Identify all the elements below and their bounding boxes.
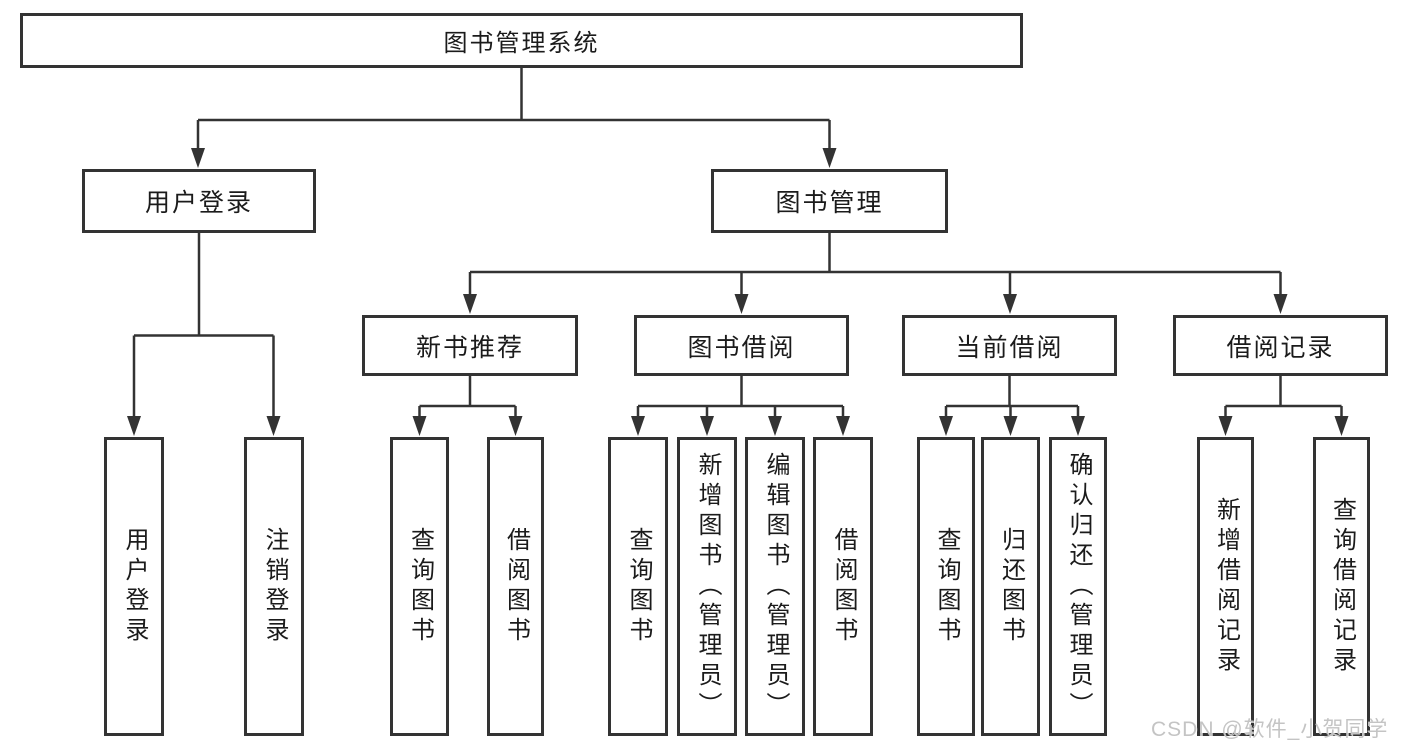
node-book-borrowing: 图书借阅: [634, 315, 849, 376]
leaf-edit-book-admin: 编辑图书（管理员）: [745, 437, 805, 736]
node-label: 查询图书: [406, 526, 434, 647]
node-label: 图书管理: [775, 189, 884, 217]
node-label: 查询图书: [933, 526, 960, 647]
leaf-return-book: 归还图书: [981, 437, 1040, 736]
leaf-borrow-books-recommend: 借阅图书: [487, 437, 544, 736]
leaf-confirm-return-admin: 确认归还（管理员）: [1049, 437, 1107, 736]
node-label: 图书借阅: [687, 333, 796, 362]
leaf-user-login: 用户登录: [104, 437, 164, 736]
node-label: 确认归还（管理员）: [1065, 451, 1092, 722]
leaf-query-books-recommend: 查询图书: [390, 437, 449, 736]
leaf-query-borrow-record: 查询借阅记录: [1313, 437, 1370, 736]
leaf-borrow-books-borrow: 借阅图书: [813, 437, 873, 736]
node-library-management-system: 图书管理系统: [20, 13, 1023, 68]
leaf-logout: 注销登录: [244, 437, 304, 736]
node-label: 当前借阅: [955, 333, 1064, 362]
node-label: 借阅图书: [830, 526, 857, 647]
node-current-borrowing: 当前借阅: [902, 315, 1117, 376]
arrowheads: [127, 148, 1349, 436]
node-label: 查询图书: [625, 526, 652, 647]
node-label: 新书推荐: [415, 333, 524, 362]
node-label: 归还图书: [997, 526, 1025, 647]
node-label: 借阅记录: [1226, 333, 1335, 362]
leaf-add-book-admin: 新增图书（管理员）: [677, 437, 737, 736]
leaf-add-borrow-record: 新增借阅记录: [1197, 437, 1254, 736]
node-label: 新增借阅记录: [1212, 496, 1240, 677]
node-label: 注销登录: [261, 526, 288, 647]
leaf-query-books-current: 查询图书: [917, 437, 975, 736]
watermark: CSDN @软件_小贺同学: [1151, 718, 1389, 741]
node-label: 用户登录: [121, 526, 148, 647]
node-book-management: 图书管理: [711, 169, 948, 233]
leaf-query-books-borrow: 查询图书: [608, 437, 668, 736]
node-label: 查询借阅记录: [1328, 496, 1356, 677]
node-label: 新增图书（管理员）: [694, 451, 721, 722]
node-user-login: 用户登录: [82, 169, 316, 233]
node-new-book-recommendation: 新书推荐: [362, 315, 578, 376]
node-borrowing-records: 借阅记录: [1173, 315, 1388, 376]
node-label: 用户登录: [144, 189, 253, 217]
node-label: 图书管理系统: [443, 30, 600, 57]
node-label: 编辑图书（管理员）: [762, 451, 789, 722]
node-label: 借阅图书: [502, 526, 530, 647]
